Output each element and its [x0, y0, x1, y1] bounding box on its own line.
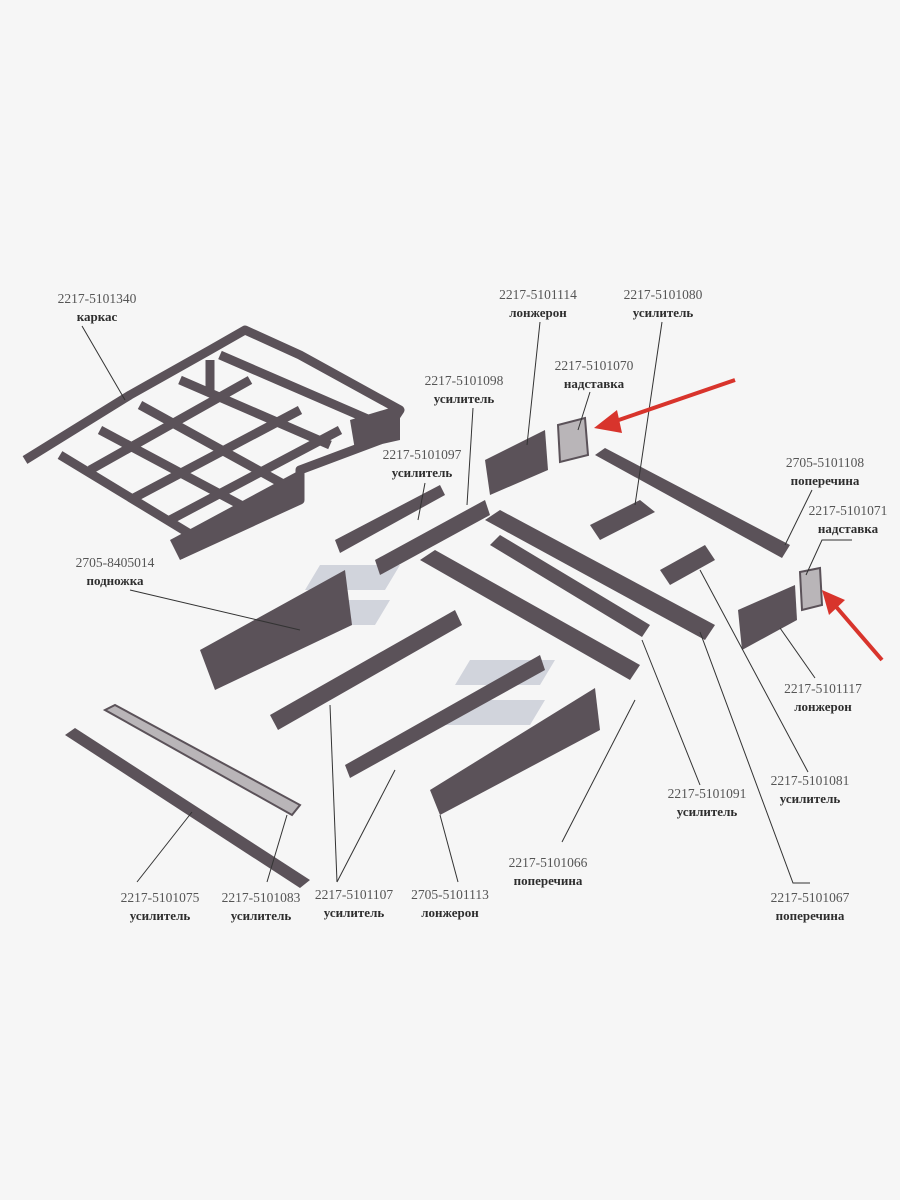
part-name: надставка — [817, 521, 879, 536]
red-arrow-icon — [594, 378, 736, 433]
part-code: 2217-5101098 — [424, 373, 504, 388]
extension-2217-5101070 — [556, 416, 590, 464]
crossmember-2217-5101067 — [485, 510, 715, 640]
longeron-2217-5101117 — [738, 585, 797, 650]
part-label: 2217-5101070 надставка — [555, 357, 634, 393]
part-name: лонжерон — [794, 699, 852, 714]
part-code: 2705-5101113 — [411, 887, 489, 902]
frame-side-panel — [170, 470, 300, 560]
reinforcement-2217-5101107-a — [270, 610, 462, 730]
part-label: 2217-5101340 каркас — [58, 290, 137, 326]
reinforcement-2217-5101080 — [590, 500, 655, 540]
part-label: 2217-5101117 лонжерон — [784, 680, 862, 716]
part-label: 2217-5101071 надставка — [809, 502, 888, 538]
part-name: надставка — [563, 376, 625, 391]
part-label: 2217-5101091 усилитель — [668, 785, 747, 821]
part-code: 2217-5101080 — [623, 287, 703, 302]
part-code: 2217-5101067 — [770, 890, 850, 905]
part-label: 2217-5101114 лонжерон — [499, 286, 577, 322]
part-label: 2705-5101113 лонжерон — [411, 886, 489, 922]
part-name: поперечина — [775, 908, 845, 923]
red-arrow-icon — [822, 590, 884, 662]
part-name: усилитель — [230, 908, 292, 923]
part-code: 2217-5101083 — [221, 890, 301, 905]
part-label: 2217-5101066 поперечина — [509, 854, 588, 890]
part-label: 2217-5101067 поперечина — [771, 889, 850, 925]
part-code: 2217-5101081 — [770, 773, 850, 788]
part-code: 2217-5101066 — [508, 855, 588, 870]
part-code: 2217-5101114 — [499, 287, 577, 302]
part-code: 2217-5101107 — [314, 887, 394, 902]
part-label: 2217-5101098 усилитель — [425, 372, 504, 408]
extension-2217-5101071 — [798, 566, 824, 612]
reinforcement-2217-5101098 — [375, 500, 490, 575]
part-name: лонжерон — [509, 305, 567, 320]
reinforcement-2217-5101075 — [65, 728, 310, 888]
frame-part — [22, 325, 405, 560]
crossmember-2705-5101108 — [595, 448, 790, 558]
part-name: усилитель — [129, 908, 191, 923]
part-label: 2705-8405014 подножка — [76, 554, 155, 590]
part-name: усилитель — [433, 391, 495, 406]
part-name: лонжерон — [421, 905, 479, 920]
part-name: подножка — [86, 573, 144, 588]
reinforcement-2217-5101081 — [660, 545, 715, 585]
part-name: усилитель — [391, 465, 453, 480]
part-name: усилитель — [676, 804, 738, 819]
reinforcement-2217-5101107-b — [345, 655, 545, 778]
part-code: 2217-5101340 — [57, 291, 137, 306]
part-code: 2217-5101097 — [382, 447, 462, 462]
part-label: 2217-5101097 усилитель — [383, 446, 462, 482]
part-code: 2217-5101070 — [554, 358, 634, 373]
part-label: 2217-5101080 усилитель — [624, 286, 703, 322]
part-code: 2705-5101108 — [785, 455, 865, 470]
reinforcement-2217-5101083 — [102, 703, 302, 817]
part-label: 2217-5101075 усилитель — [121, 889, 200, 925]
part-name: поперечина — [513, 873, 583, 888]
frame-rear-panel — [350, 405, 400, 450]
leader-lines — [81, 321, 852, 884]
part-code: 2705-8405014 — [75, 555, 155, 570]
part-name: усилитель — [632, 305, 694, 320]
part-label: 2217-5101107 усилитель — [315, 886, 393, 922]
crossmember-upper — [420, 550, 640, 680]
part-name: усилитель — [779, 791, 841, 806]
footstep-2705-8405014 — [200, 570, 352, 690]
part-code: 2217-5101091 — [667, 786, 747, 801]
part-label: 2705-5101108 поперечина — [786, 454, 864, 490]
part-name: поперечина — [790, 473, 860, 488]
part-name: каркас — [76, 309, 118, 324]
longeron-2217-5101114 — [485, 430, 548, 495]
part-code: 2217-5101117 — [784, 681, 862, 696]
part-code: 2217-5101075 — [120, 890, 200, 905]
reinforcement-2217-5101097 — [335, 485, 445, 553]
part-code: 2217-5101071 — [808, 503, 888, 518]
part-label: 2217-5101083 усилитель — [222, 889, 301, 925]
part-label: 2217-5101081 усилитель — [771, 772, 850, 808]
reinforcement-2217-5101091 — [490, 535, 650, 637]
part-name: усилитель — [323, 905, 385, 920]
longeron-2705-5101113 — [430, 688, 600, 815]
